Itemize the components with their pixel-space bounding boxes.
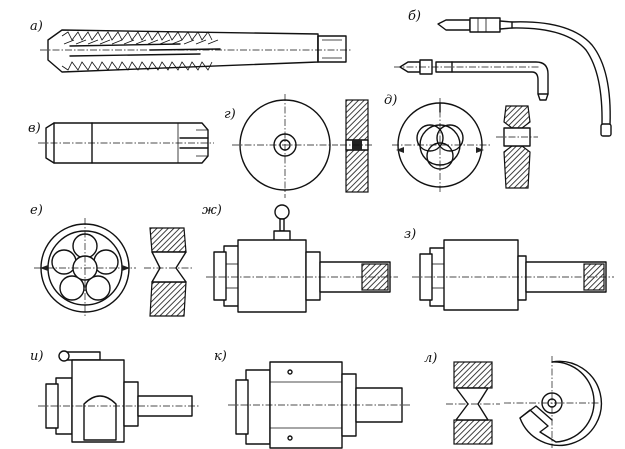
panel-z-die-head: з) [404,227,614,310]
label-l: л) [424,351,437,366]
label-e: е) [30,203,43,218]
panel-g-round-die: г) [224,94,374,198]
die-head-i [38,351,200,442]
die-front [34,218,136,318]
die-head-zh [206,205,398,312]
panel-a-tap: а) [30,19,352,72]
label-i: и) [30,349,43,364]
split-die-front [392,98,490,192]
panel-i-die-head: и) [30,349,200,442]
label-a: а) [30,19,43,34]
label-z: з) [404,227,416,242]
lower-holder [394,60,548,100]
tap-drawing [40,30,352,72]
round-die-front [232,94,338,198]
die-head-z [412,240,614,310]
label-d: д) [384,93,397,108]
split-die-section [496,106,538,188]
die-section [144,228,194,316]
die-l-front [504,356,601,448]
die-head-k [228,362,410,448]
die-l-section [446,362,500,444]
label-b: б) [408,9,421,24]
label-g: г) [224,107,236,122]
label-zh: ж) [202,203,222,218]
panel-k-die-head: к) [214,349,410,448]
tube-die-drawing [38,123,214,163]
label-k: к) [214,349,227,364]
panel-d-split-die: д) [384,93,538,192]
panel-v-tube-die: в) [28,121,214,163]
panel-l-die: л) [424,351,601,448]
panel-zh-die-head: ж) [202,203,398,312]
label-v: в) [28,121,41,136]
panel-e-die: е) [30,203,194,318]
round-die-section [340,100,374,192]
